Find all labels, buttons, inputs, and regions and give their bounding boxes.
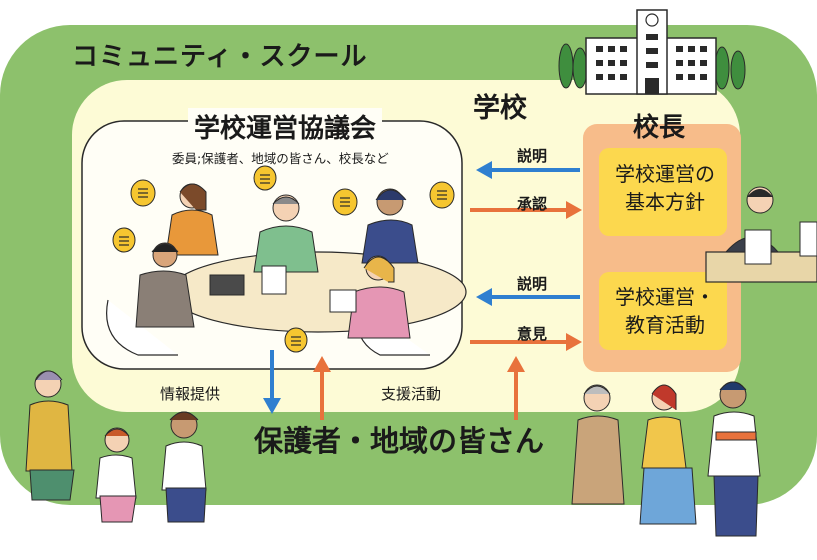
- community-people-left: [25, 370, 207, 523]
- council-members: 委員;保護者、地域の皆さん、校長など: [172, 151, 389, 166]
- community-label: 保護者・地域の皆さん: [254, 424, 545, 458]
- community-people-right: [571, 381, 761, 537]
- activities-box: [599, 272, 727, 350]
- info-label: 情報提供: [160, 385, 221, 403]
- explain-label-1: 説明: [517, 147, 548, 165]
- podium-icon: [705, 186, 817, 283]
- arrow-approve: [470, 201, 582, 219]
- arrow-explain-1: [476, 161, 580, 179]
- activities-label: 学校運営・教育活動: [615, 285, 715, 337]
- arrow-info: [263, 350, 281, 414]
- meeting-illustration: [106, 183, 467, 356]
- arrow-explain-2: [476, 288, 580, 306]
- arrow-support-2: [507, 356, 525, 420]
- support-label: 支援活動: [381, 385, 442, 403]
- opinion-label: 意見: [517, 325, 548, 343]
- council-title: 学校運営協議会: [188, 108, 383, 145]
- principal-title: 校長: [633, 113, 686, 143]
- policy-box: [599, 148, 727, 236]
- policy-label: 学校運営の基本方針: [615, 162, 715, 214]
- explain-label-2: 説明: [517, 275, 548, 293]
- school-label: 学校: [473, 93, 527, 124]
- title: コミュニティ・スクール: [72, 42, 368, 72]
- approve-label: 承認: [517, 195, 548, 213]
- school-building-icon: [585, 9, 717, 95]
- arrow-opinion: [470, 333, 582, 351]
- arrow-support-1: [313, 356, 331, 420]
